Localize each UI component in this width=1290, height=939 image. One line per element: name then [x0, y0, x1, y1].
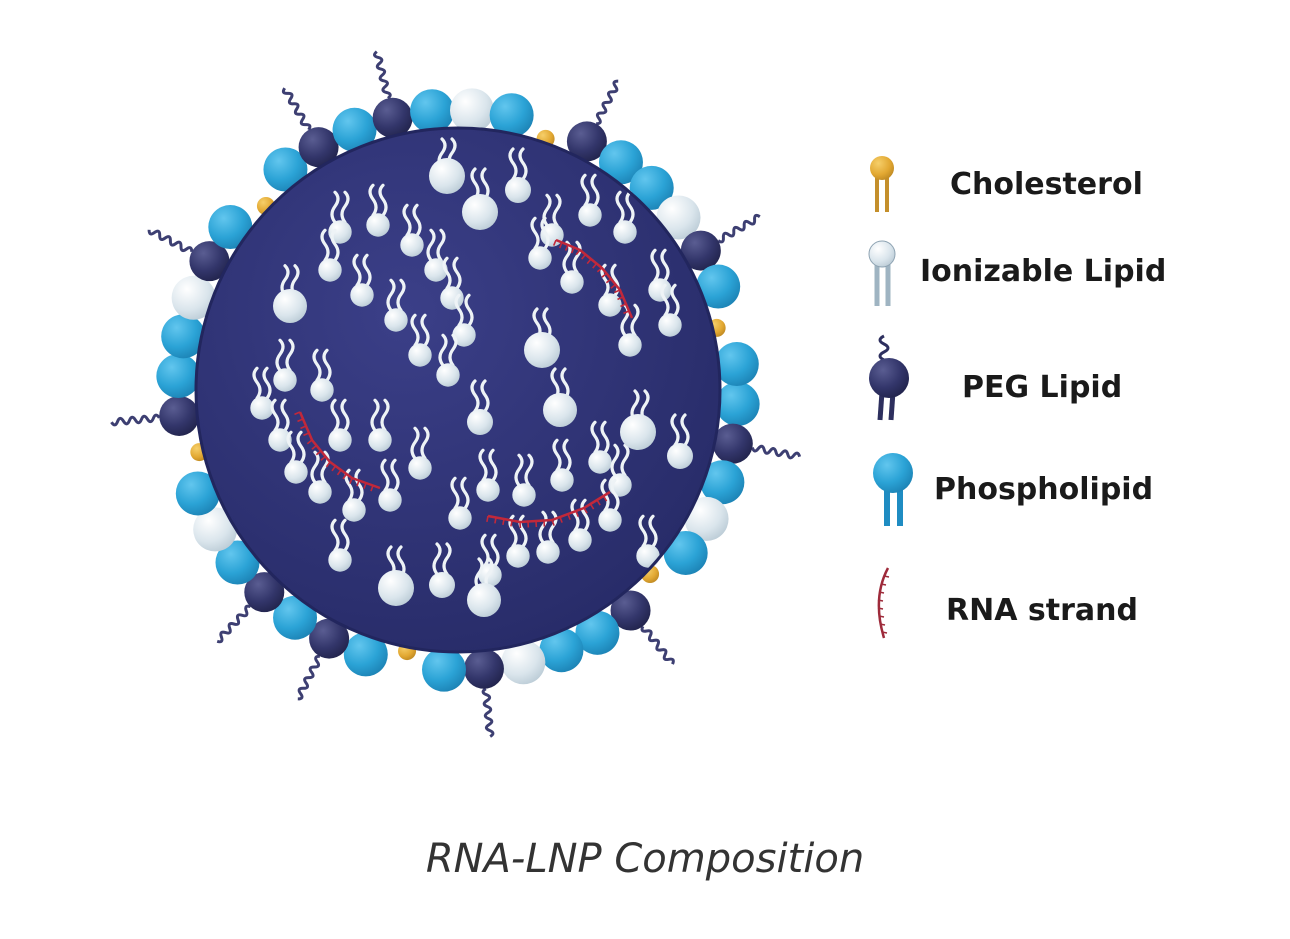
- inner-ionizable-lipid: [429, 542, 455, 598]
- figure-caption: RNA-LNP Composition: [425, 836, 865, 882]
- inner-ionizable-head: [467, 583, 501, 617]
- legend: Cholesterol Ionizable Lipid PEG Lipid: [868, 156, 1166, 639]
- inner-ionizable-lipid: [436, 333, 460, 387]
- core-rim: [194, 126, 722, 654]
- inner-ionizable-head: [273, 289, 307, 323]
- inner-ionizable-head: [462, 194, 498, 230]
- inner-ionizable-head: [620, 414, 656, 450]
- inner-ionizable-head: [543, 393, 577, 427]
- inner-ionizable-lipid: [588, 420, 612, 474]
- legend-label-peg-lipid: PEG Lipid: [962, 370, 1122, 405]
- outer-lipid-shell-front: [194, 126, 722, 654]
- inner-ionizable-lipid: [366, 183, 390, 237]
- legend-label-cholesterol: Cholesterol: [950, 167, 1143, 202]
- peg-lipid-icon: [869, 334, 909, 421]
- phospholipid-icon: [873, 453, 913, 526]
- inner-ionizable-head: [524, 332, 560, 368]
- inner-payload: [250, 137, 693, 617]
- inner-ionizable-lipid: [308, 450, 332, 504]
- particle-core: [196, 128, 720, 652]
- inner-ionizable-lipid: [284, 430, 308, 484]
- inner-ionizable-lipid: [512, 453, 536, 507]
- inner-ionizable-lipid: [505, 147, 531, 203]
- inner-ionizable-lipid: [310, 348, 334, 402]
- inner-ionizable-lipid: [250, 366, 274, 420]
- lipid-nanoparticle: [110, 50, 802, 738]
- legend-item-peg-lipid: PEG Lipid: [869, 334, 1122, 421]
- inner-ionizable-lipid: [408, 426, 432, 480]
- inner-ionizable-lipid: [368, 398, 392, 452]
- inner-ionizable-lipid: [400, 203, 424, 257]
- legend-label-ionizable-lipid: Ionizable Lipid: [920, 254, 1166, 289]
- rna-strand-left: [294, 411, 381, 492]
- inner-ionizable-lipid: [424, 228, 448, 282]
- inner-ionizable-lipid: [568, 498, 592, 552]
- inner-ionizable-lipid: [528, 216, 552, 270]
- inner-ionizable-lipid: [328, 518, 352, 572]
- rna-strand-lower: [486, 490, 611, 529]
- legend-item-phospholipid: Phospholipid: [873, 453, 1153, 526]
- inner-ionizable-lipid: [478, 533, 502, 587]
- rna-strand-icon: [877, 567, 890, 639]
- cholesterol-icon: [870, 156, 894, 212]
- inner-ionizable-lipid: [318, 228, 342, 282]
- inner-ionizable-lipid: [384, 278, 408, 332]
- inner-ionizable-lipid: [578, 173, 602, 227]
- legend-item-cholesterol: Cholesterol: [870, 156, 1143, 212]
- legend-item-ionizable-lipid: Ionizable Lipid: [868, 240, 1166, 306]
- inner-ionizable-lipid: [667, 413, 693, 469]
- inner-ionizable-lipid: [658, 283, 682, 337]
- inner-ionizable-lipid: [613, 190, 637, 244]
- inner-ionizable-lipid: [536, 510, 560, 564]
- inner-ionizable-lipid: [273, 338, 297, 392]
- inner-ionizable-head: [378, 570, 414, 606]
- inner-ionizable-lipid: [268, 398, 292, 452]
- legend-label-rna-strand: RNA strand: [946, 593, 1138, 628]
- inner-ionizable-lipid: [550, 438, 574, 492]
- inner-ionizable-lipid: [350, 253, 374, 307]
- inner-ionizable-lipid: [448, 476, 472, 530]
- legend-label-phospholipid: Phospholipid: [934, 472, 1153, 507]
- legend-item-rna-strand: RNA strand: [877, 567, 1138, 639]
- inner-ionizable-lipid: [408, 313, 432, 367]
- ionizable-lipid-icon: [868, 240, 896, 306]
- inner-ionizable-lipid: [328, 398, 352, 452]
- inner-ionizable-lipid: [328, 190, 352, 244]
- inner-ionizable-lipid: [476, 448, 500, 502]
- inner-ionizable-lipid: [467, 379, 493, 435]
- inner-ionizable-lipid: [598, 263, 622, 317]
- inner-ionizable-lipid: [342, 468, 366, 522]
- inner-ionizable-lipid: [452, 293, 476, 347]
- inner-ionizable-head: [429, 158, 465, 194]
- inner-ionizable-lipid: [378, 458, 402, 512]
- rna-strand-upper: [552, 238, 634, 319]
